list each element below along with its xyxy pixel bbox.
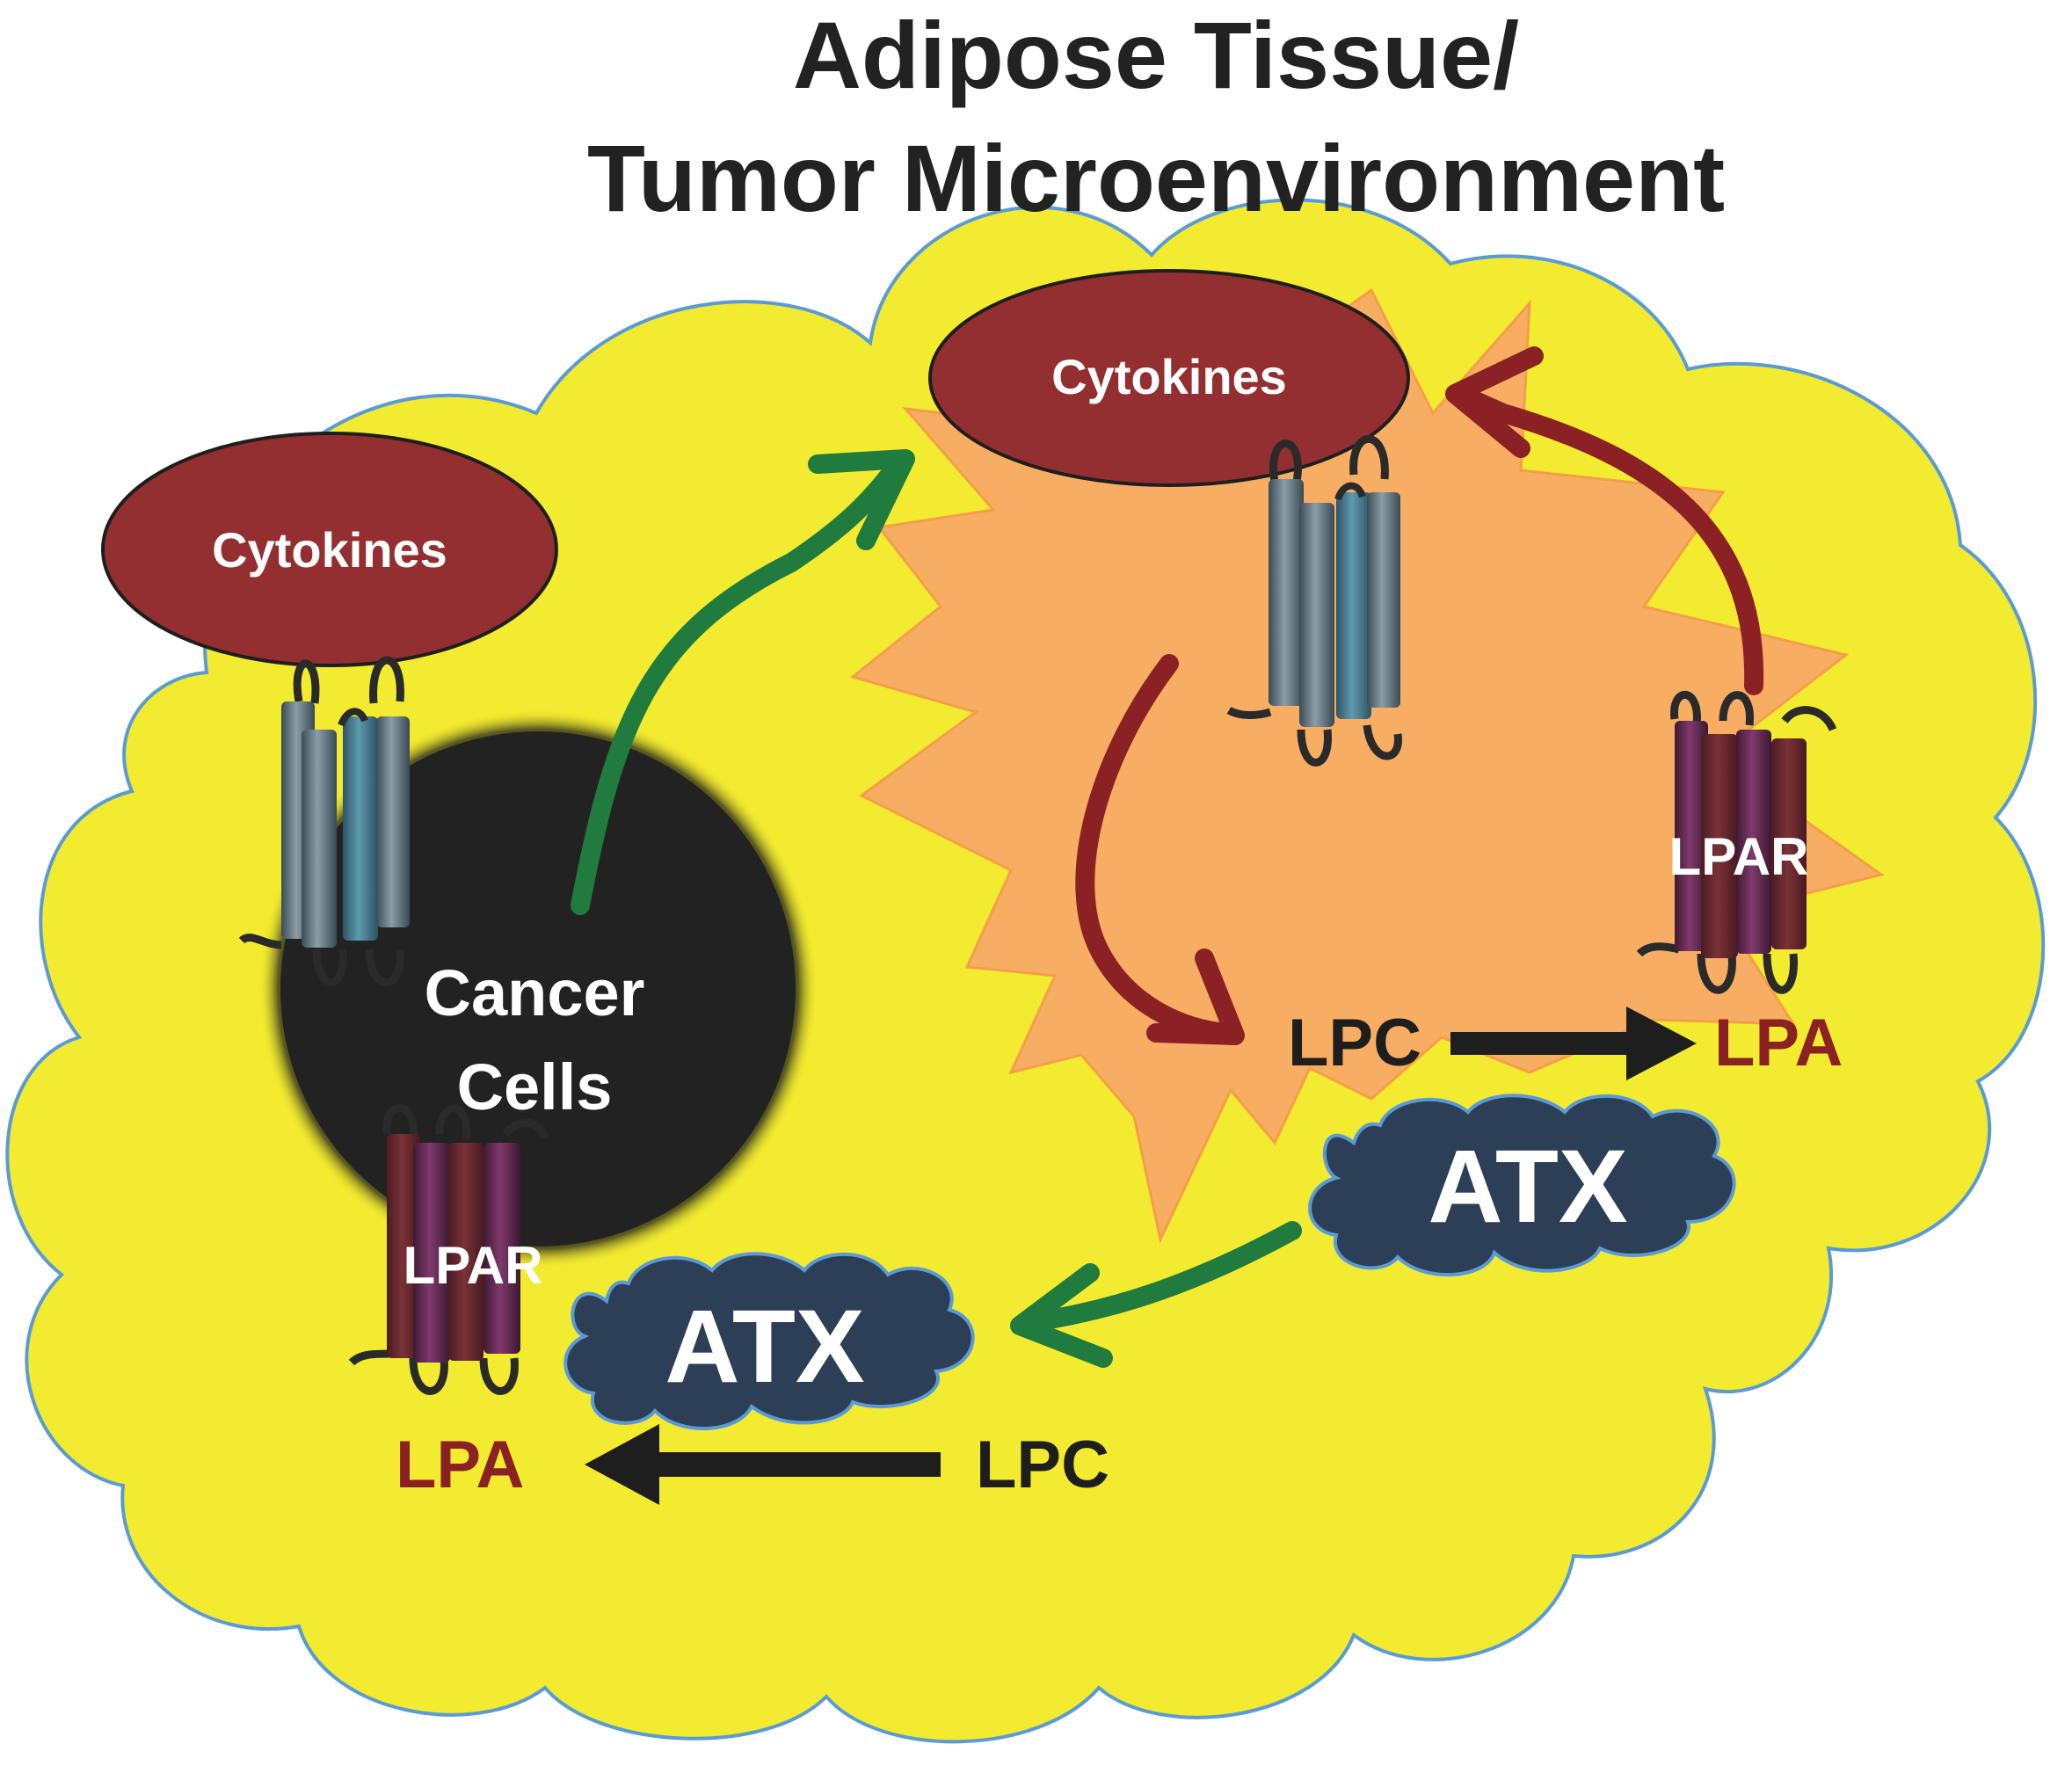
cytokines-top-ellipse	[928, 269, 1410, 487]
lpar-left-label: LPAR	[403, 1236, 543, 1295]
cancer-cells-label-line2: Cells	[457, 1050, 613, 1123]
diagram-title-line1: Adipose Tissue/	[793, 2, 1519, 108]
lpc-bottom-label: LPC	[976, 1428, 1109, 1502]
black-arrow-lpc-to-lpa-right	[1450, 1007, 1697, 1080]
cytokines-left-label: Cytokines	[212, 522, 447, 578]
cytokine-receptor-top	[1226, 434, 1402, 767]
red-arrow-to-lpc	[1075, 654, 1245, 1045]
cytokines-top-label: Cytokines	[1051, 349, 1287, 404]
red-arrow-lpa-to-cytokines	[1445, 346, 1764, 695]
lpar-right-label: LPAR	[1669, 827, 1809, 886]
lpc-right-label: LPC	[1288, 1006, 1421, 1080]
cytokines-left-ellipse	[101, 432, 558, 667]
atx-right-label: ATX	[1428, 1129, 1627, 1245]
green-arrow-to-cytokines	[571, 449, 915, 915]
green-arrow-atx-to-atx	[1010, 1221, 1302, 1368]
atx-left-label: ATX	[665, 1289, 864, 1405]
lpa-bottom-label: LPA	[396, 1428, 524, 1502]
diagram-title-line2: Tumor Microenvironment	[587, 125, 1725, 231]
starburst-cell	[849, 287, 1885, 1244]
cancer-cells-label-line1: Cancer	[425, 956, 645, 1029]
cytokine-receptor-left	[238, 656, 410, 986]
lpar-receptor-left: LPAR	[348, 1104, 549, 1395]
atx-left: ATX	[563, 1252, 975, 1430]
atx-right: ATX	[1308, 1094, 1736, 1277]
lpar-receptor-right: LPAR	[1636, 690, 1837, 994]
black-arrow-lpc-to-lpa-bottom	[585, 1424, 941, 1505]
lpa-right-label: LPA	[1714, 1006, 1843, 1080]
